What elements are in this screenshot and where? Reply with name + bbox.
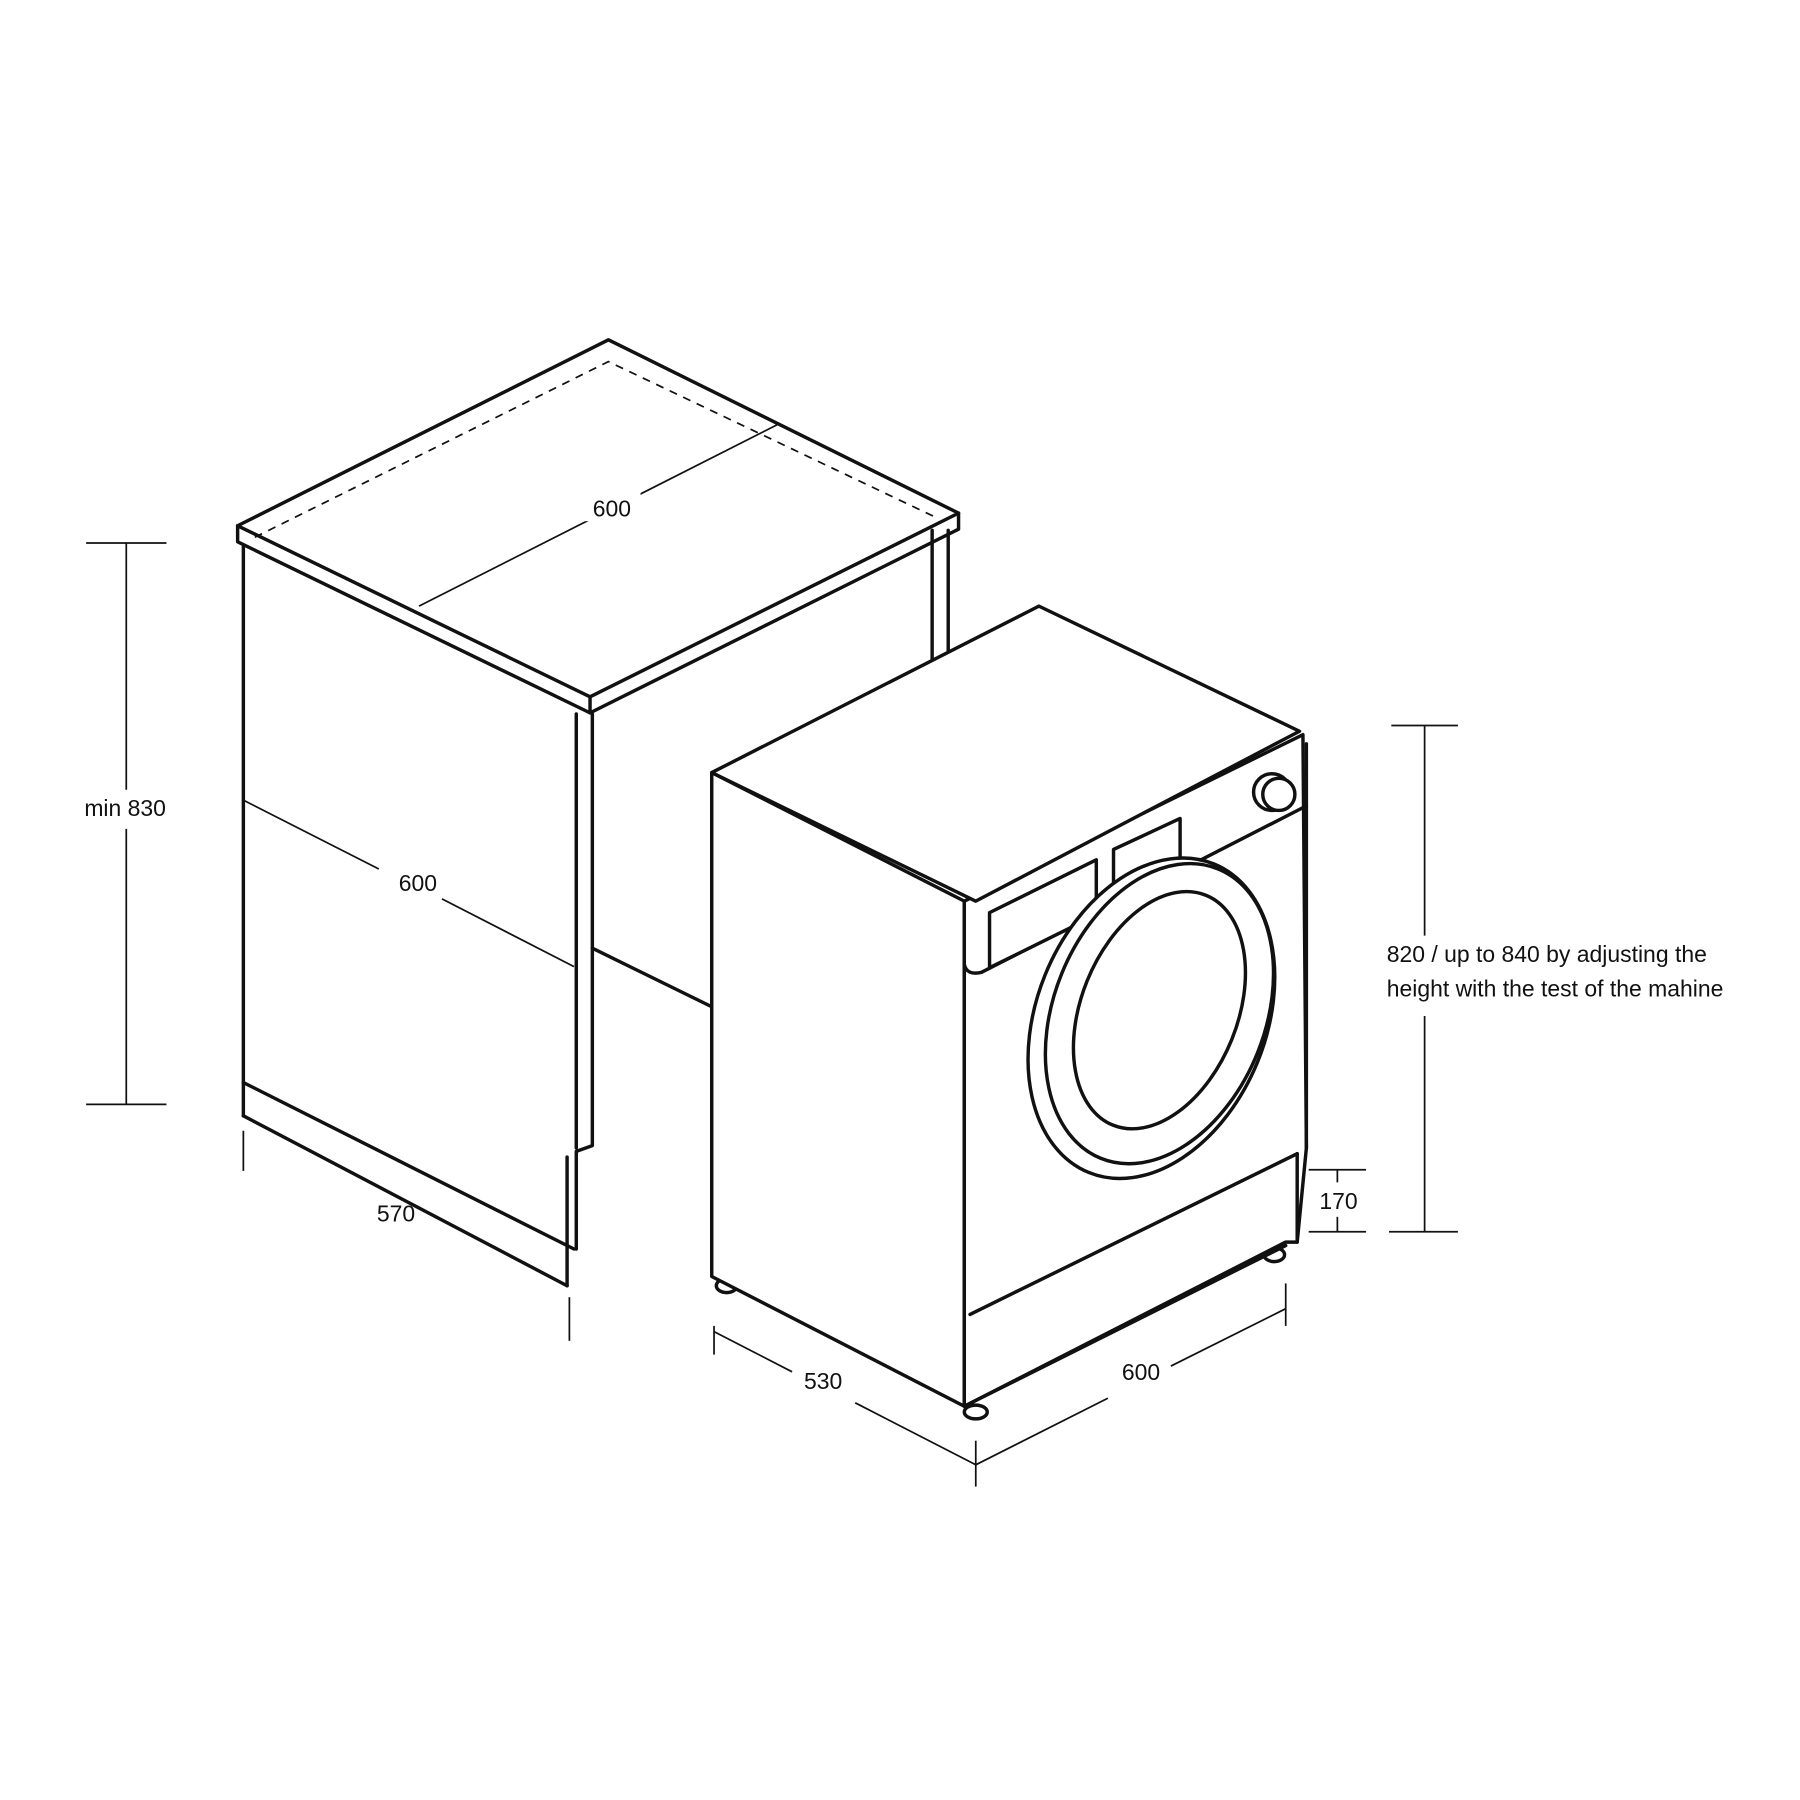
plinth-height-label: 170 [1319,1188,1357,1214]
machine-top [710,604,1302,903]
washing-machine: 530 600 170 820 / up to 840 by adjusting… [710,604,1724,1487]
cabinet: 600 600 570 min 830 [84,338,961,1341]
foot [962,1403,989,1421]
door-outer [1026,856,1277,1181]
height-note-line2: height with the test of the mahine [1387,975,1724,1001]
cabinet-side-depth-label: 570 [377,1200,415,1226]
door-glass [1071,889,1248,1131]
machine-depth-label: 530 [804,1368,842,1394]
worktop-width-label: 600 [593,496,631,522]
height-note-line1: 820 / up to 840 by adjusting the [1387,941,1707,967]
worktop-dashed-outline [254,360,940,539]
machine-width-label: 600 [1122,1359,1160,1385]
cabinet-depth-label: 600 [399,870,437,896]
cabinet-height-label: min 830 [84,795,166,821]
